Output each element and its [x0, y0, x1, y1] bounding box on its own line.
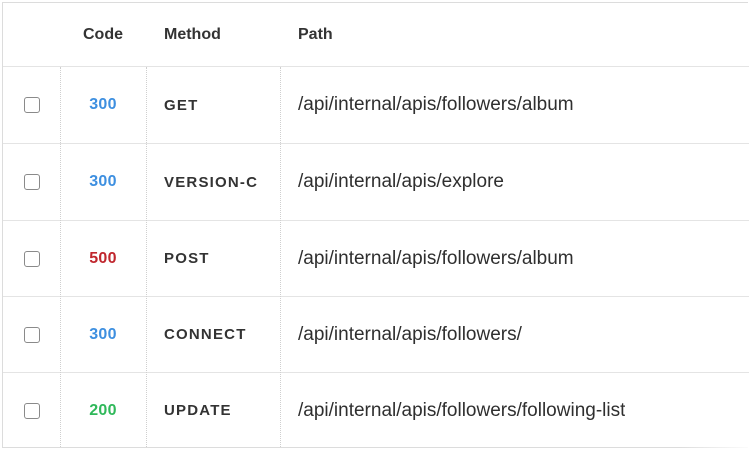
status-code: 500	[89, 249, 117, 267]
method-cell: CONNECT	[146, 297, 280, 372]
path-cell: /api/internal/apis/explore	[280, 144, 749, 220]
endpoints-table: Code Method Path 300 GET /api/internal/a…	[2, 2, 749, 448]
status-code: 200	[89, 401, 117, 419]
status-code: 300	[89, 173, 117, 190]
method-cell: GET	[146, 67, 280, 143]
row-select-cell	[3, 297, 60, 372]
column-divider	[280, 67, 281, 447]
method-cell: VERSION-C	[146, 144, 280, 220]
row-select-cell	[3, 67, 60, 143]
status-code: 300	[89, 96, 117, 113]
path-cell: /api/internal/apis/followers/album	[280, 67, 749, 143]
path-cell: /api/internal/apis/followers/following-l…	[280, 373, 749, 448]
endpoint-path[interactable]: /api/internal/apis/explore	[298, 171, 504, 192]
row-select-cell	[3, 221, 60, 296]
header-checkbox-column	[3, 3, 60, 66]
checkbox-icon[interactable]	[23, 250, 40, 267]
table-row[interactable]: 300 VERSION-C /api/internal/apis/explore	[3, 144, 749, 221]
table-row[interactable]: 300 GET /api/internal/apis/followers/alb…	[3, 67, 749, 144]
overflow-fade	[679, 373, 749, 448]
row-select-cell	[3, 144, 60, 220]
http-method: VERSION-C	[164, 173, 259, 191]
method-cell: POST	[146, 221, 280, 296]
table-row[interactable]: 500 POST /api/internal/apis/followers/al…	[3, 221, 749, 297]
http-method: GET	[164, 96, 199, 114]
code-cell: 500	[60, 221, 146, 296]
code-cell: 300	[60, 67, 146, 143]
status-code: 300	[89, 325, 117, 343]
endpoint-path[interactable]: /api/internal/apis/followers/following-l…	[298, 399, 626, 421]
endpoint-path[interactable]: /api/internal/apis/followers/	[298, 323, 522, 345]
table-row[interactable]: 300 CONNECT /api/internal/apis/followers…	[3, 297, 749, 373]
code-cell: 300	[60, 144, 146, 220]
column-divider	[60, 67, 61, 447]
http-method: CONNECT	[164, 326, 247, 343]
table-header-row: Code Method Path	[3, 3, 749, 67]
table-row[interactable]: 200 UPDATE /api/internal/apis/followers/…	[3, 373, 749, 448]
endpoint-path[interactable]: /api/internal/apis/followers/album	[298, 247, 574, 269]
checkbox-icon[interactable]	[23, 97, 40, 113]
header-method[interactable]: Method	[164, 25, 221, 43]
column-divider	[146, 67, 147, 447]
http-method: POST	[164, 250, 210, 267]
checkbox-icon[interactable]	[23, 174, 40, 190]
header-path[interactable]: Path	[298, 25, 333, 43]
checkbox-icon[interactable]	[23, 326, 40, 343]
method-cell: UPDATE	[146, 373, 280, 448]
row-select-cell	[3, 373, 60, 448]
path-cell: /api/internal/apis/followers/album	[280, 221, 749, 296]
header-code[interactable]: Code	[83, 25, 123, 43]
path-cell: /api/internal/apis/followers/	[280, 297, 749, 372]
endpoint-path[interactable]: /api/internal/apis/followers/album	[298, 94, 574, 115]
checkbox-icon[interactable]	[23, 402, 40, 419]
code-cell: 200	[60, 373, 146, 448]
http-method: UPDATE	[164, 402, 232, 419]
code-cell: 300	[60, 297, 146, 372]
